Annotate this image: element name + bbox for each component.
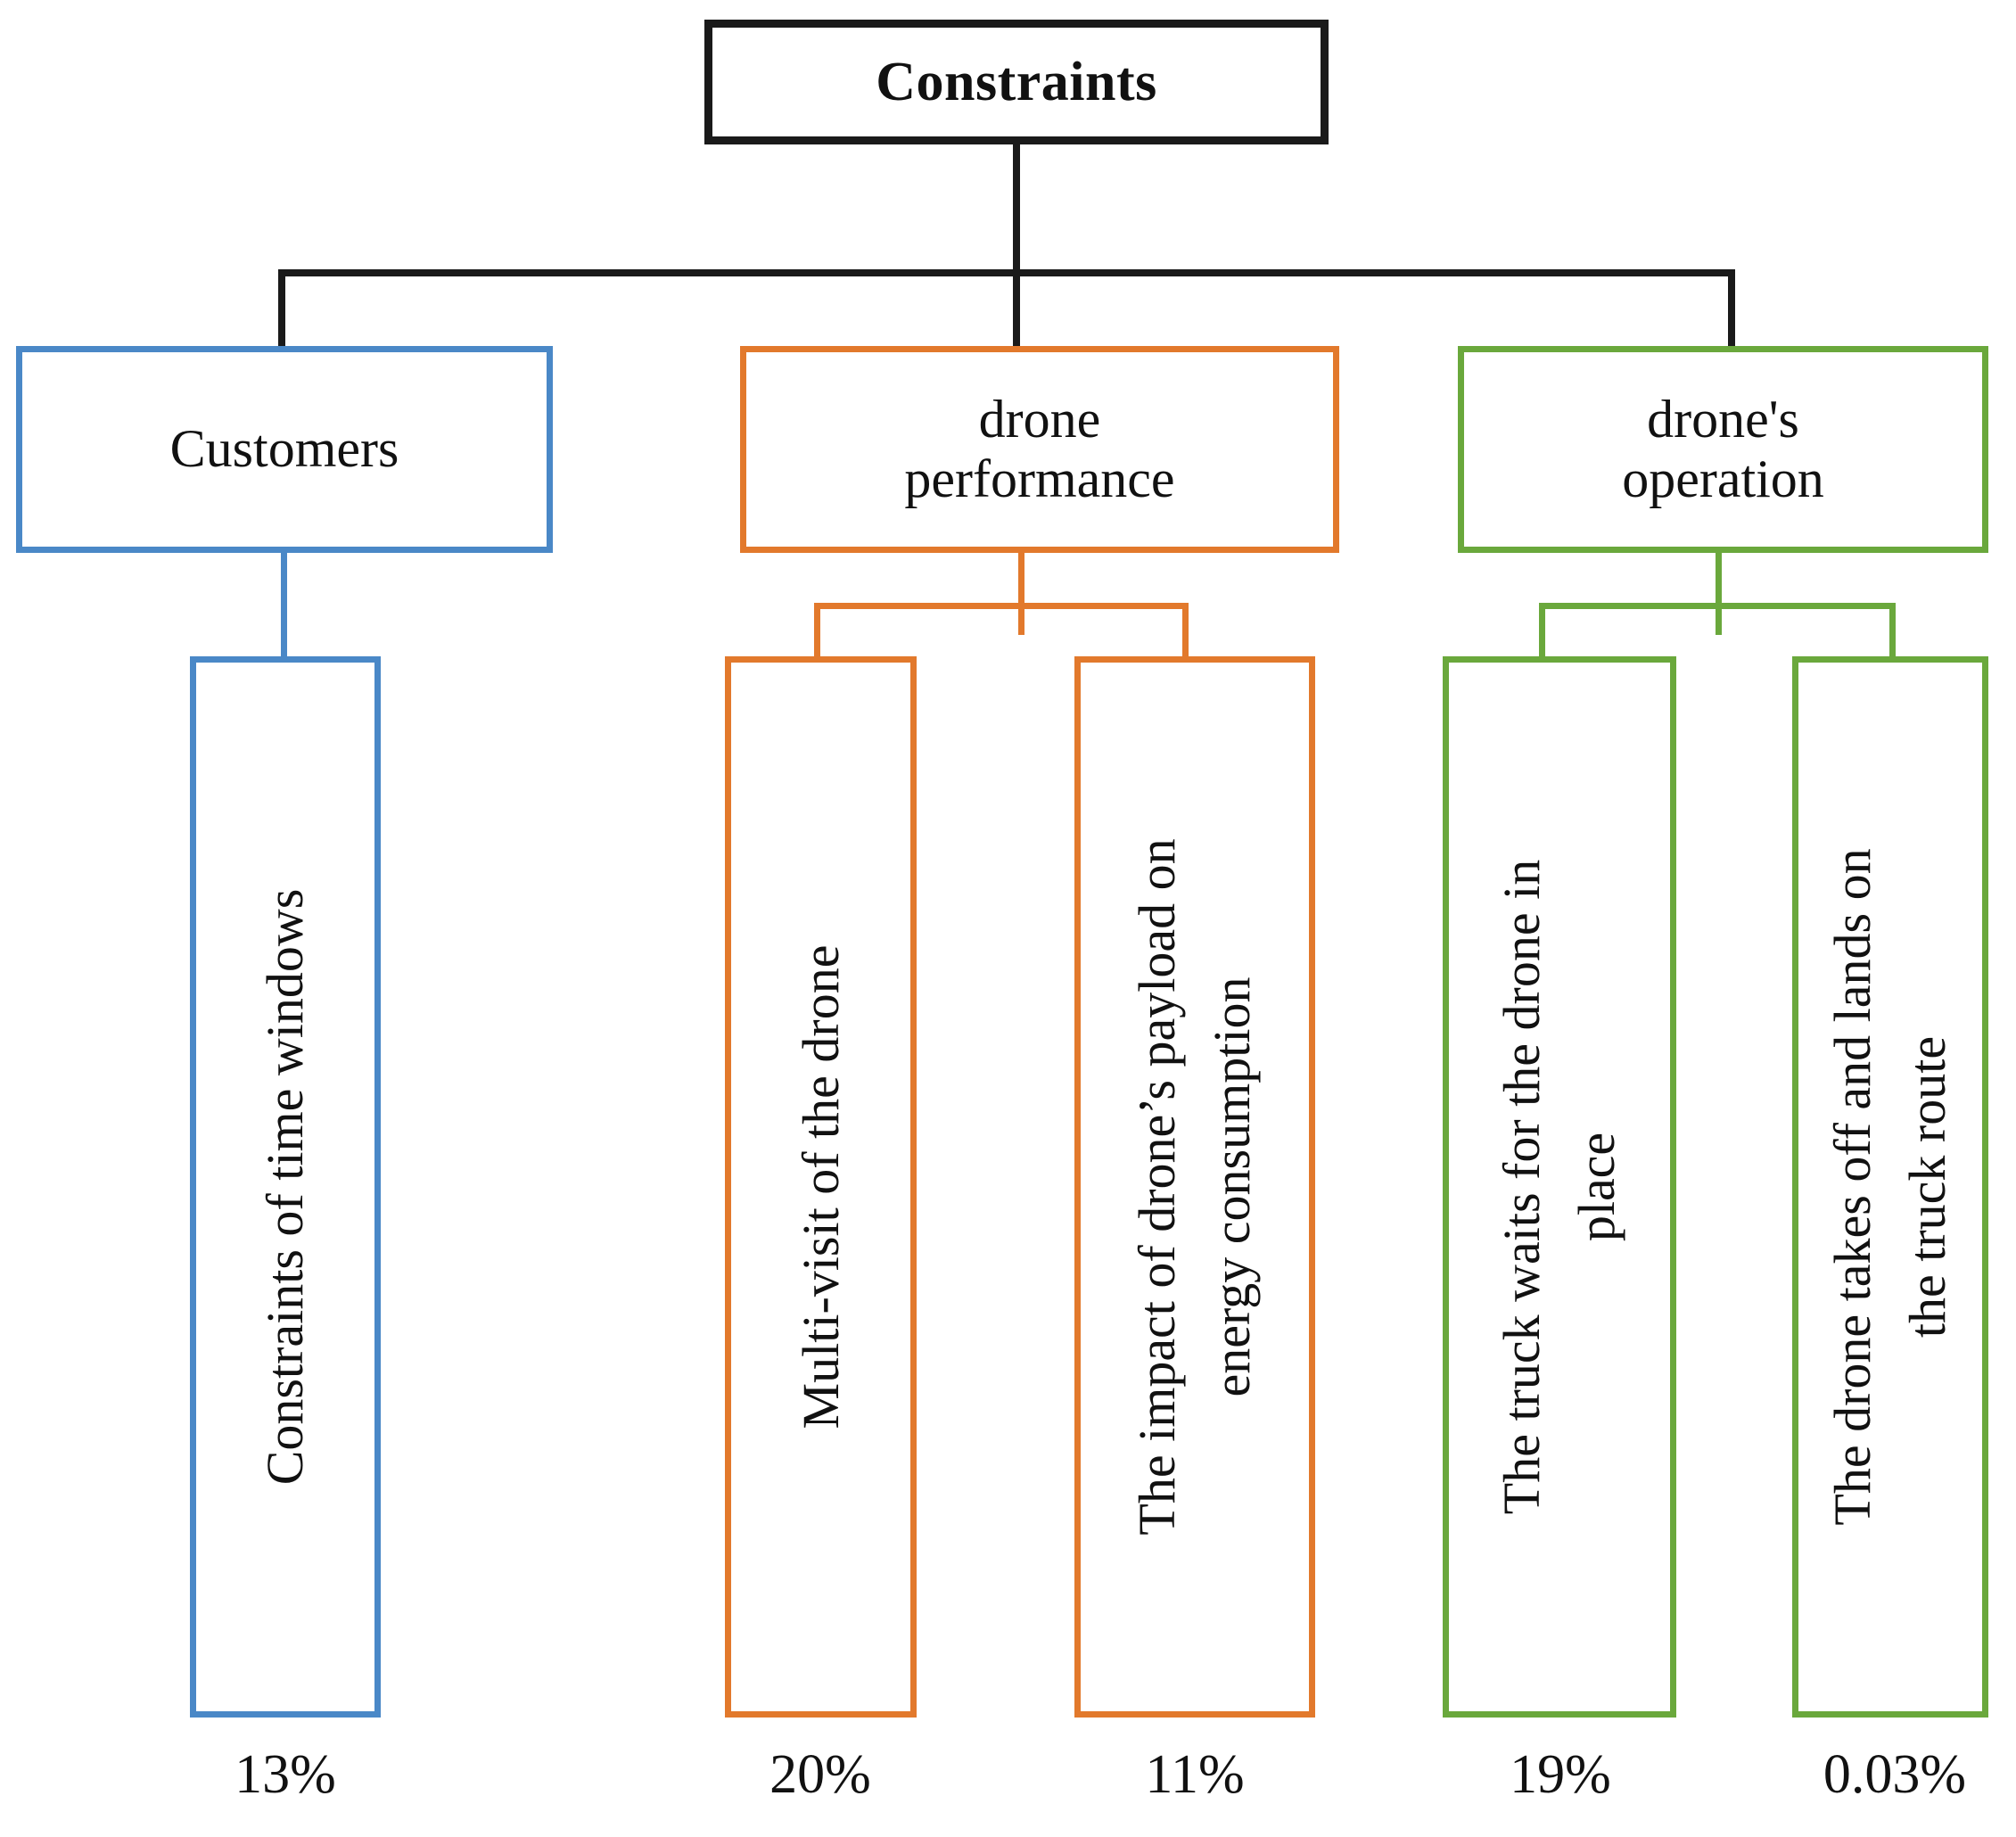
leaf-label-truck-waits-for-drone: The truck waits for the drone in place (1485, 860, 1634, 1514)
leaf-label-constraints-of-time-windows: Constraints of time windows (248, 889, 323, 1486)
leaf-label-line2: place (1568, 1132, 1625, 1242)
percent-label-truck-waits-for-drone: 19% (1510, 1744, 1611, 1805)
category-node-customers: Customers (16, 346, 553, 553)
category-label-line2: operation (1622, 449, 1824, 508)
leaf-label-line1: Constraints of time windows (255, 888, 314, 1486)
connector-green-drop-left (1539, 603, 1545, 660)
root-node-constraints: Constraints (704, 20, 1329, 144)
category-node-drone-performance: drone performance (740, 346, 1339, 553)
connector-green-bar (1539, 603, 1896, 609)
connector-orange-drop-left (814, 603, 820, 660)
root-node-label: Constraints (876, 51, 1157, 112)
connector-drop-drone-performance (1013, 269, 1020, 358)
category-node-drones-operation: drone's operation (1458, 346, 1988, 553)
leaf-label-drone-takes-off-and-lands: The drone takes off and lands on the tru… (1815, 848, 1965, 1525)
connector-root-stem (1013, 144, 1020, 269)
leaf-node-constraints-of-time-windows: Constraints of time windows (190, 656, 381, 1718)
connector-green-drop-right (1889, 603, 1896, 660)
category-label-drones-operation: drone's operation (1622, 390, 1824, 509)
category-label-line1: drone (978, 389, 1101, 449)
leaf-label-multi-visit-of-the-drone: Multi-visit of the drone (783, 945, 858, 1429)
leaf-node-drone-takes-off-and-lands: The drone takes off and lands on the tru… (1792, 656, 1988, 1718)
leaf-label-line2: energy consumption (1203, 976, 1261, 1397)
percent-label-drone-takes-off-and-lands: 0.03% (1823, 1744, 1967, 1805)
percent-label-impact-of-drone-payload: 11% (1145, 1744, 1245, 1805)
leaf-label-line1: Multi-visit of the drone (791, 944, 850, 1429)
leaf-label-impact-of-drone-payload: The impact of drone’s payload on energy … (1120, 838, 1270, 1535)
category-label-line2: performance (904, 449, 1175, 508)
leaf-node-impact-of-drone-payload: The impact of drone’s payload on energy … (1074, 656, 1315, 1718)
category-label-line1: drone's (1647, 389, 1799, 449)
connector-orange-stem (1018, 553, 1024, 635)
percent-label-constraints-of-time-windows: 13% (235, 1744, 336, 1805)
leaf-label-line2: the truck route (1898, 1035, 1956, 1339)
connector-trunk-bar (278, 269, 1735, 276)
connector-orange-bar (814, 603, 1189, 609)
category-label-drone-performance: drone performance (904, 390, 1174, 509)
leaf-node-truck-waits-for-drone: The truck waits for the drone in place (1443, 656, 1676, 1718)
percent-label-multi-visit-of-the-drone: 20% (769, 1744, 871, 1805)
leaf-label-line1: The drone takes off and lands on (1823, 848, 1881, 1526)
connector-drop-customers (278, 269, 285, 358)
connector-green-stem (1716, 553, 1722, 635)
connector-customers-to-leaf (281, 553, 287, 660)
connector-drop-drones-operation (1728, 269, 1735, 358)
leaf-node-multi-visit-of-the-drone: Multi-visit of the drone (725, 656, 917, 1718)
connector-orange-drop-right (1182, 603, 1189, 660)
leaf-label-line1: The truck waits for the drone in (1492, 859, 1551, 1515)
category-label-customers: Customers (169, 419, 399, 479)
leaf-label-line1: The impact of drone’s payload on (1127, 838, 1186, 1536)
